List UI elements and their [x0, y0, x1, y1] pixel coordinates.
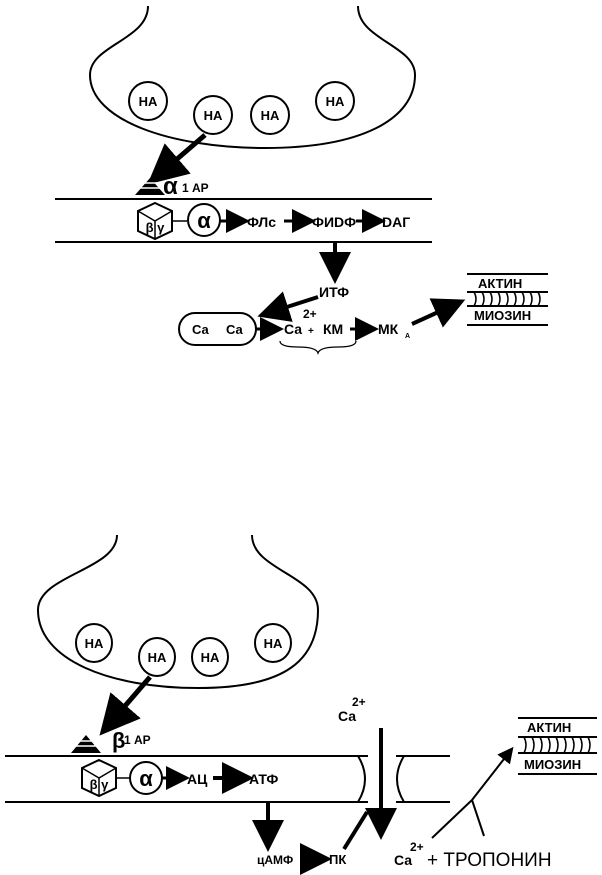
bottom-pk-label: ПК [329, 852, 346, 867]
bottom-actin-myosin: АКТИН МИОЗИН [518, 717, 597, 775]
top-mka-subscript: А [405, 333, 410, 340]
bottom-release-arrow [99, 675, 152, 736]
top-ca-charge: 2+ [303, 307, 317, 321]
bottom-camp-label: цАМФ [257, 853, 293, 867]
top-fidf-label: ФИDФ [312, 214, 356, 230]
top-myosin-label: МИОЗИН [474, 308, 531, 323]
top-plus-sign: + [308, 326, 314, 337]
top-actin-myosin: АКТИН МИОЗИН [467, 273, 548, 326]
bottom-ca-top-label: Са [338, 708, 356, 724]
top-g-protein-label: β γ [146, 220, 166, 235]
top-contract-arrow [411, 298, 466, 328]
bottom-troponin-label: + ТРОПОНИН [427, 850, 552, 871]
top-nerve-terminal [88, 5, 417, 150]
bottom-vesicle-label: НА [264, 636, 283, 651]
bottom-vesicle-label: НА [148, 650, 167, 665]
top-brace [279, 340, 357, 356]
top-mka-label: МК [378, 321, 399, 337]
bottom-receptor-triangle [71, 735, 101, 753]
top-alpha-subunit-label: α [197, 208, 211, 233]
bottom-vesicle-4: НА [254, 623, 292, 663]
bottom-vesicle-3: НА [191, 637, 229, 677]
bottom-ca-bottom-label: Са [394, 852, 412, 868]
top-ca-ion: Са [284, 321, 302, 337]
top-receptor-label: 1 АР [182, 181, 209, 195]
top-receptor-triangle [135, 178, 165, 195]
top-vesicle-label: НА [204, 108, 223, 123]
top-itf-label: ИТФ [319, 284, 349, 300]
bottom-alpha-subunit: α [129, 761, 163, 795]
bottom-pk-arrow [342, 810, 369, 851]
top-dag-label: DАГ [382, 214, 410, 230]
bottom-ca-channel-left [357, 755, 366, 803]
top-vesicle-3: НА [250, 95, 290, 135]
top-g-protein-icon: β γ [137, 201, 173, 241]
bottom-nerve-terminal [36, 534, 320, 690]
top-vesicle-4: НА [315, 81, 355, 121]
top-vesicle-label: НА [326, 94, 345, 109]
top-alpha-subunit: α [187, 203, 221, 237]
top-actin-label: АКТИН [478, 276, 522, 291]
bottom-ca-bottom-charge: 2+ [410, 840, 424, 854]
bottom-ca-channel-right [396, 755, 405, 803]
bottom-contract-arrow [471, 746, 514, 801]
bottom-vesicle-2: НА [138, 637, 176, 677]
top-vesicle-label: НА [261, 108, 280, 123]
bottom-atf-label: АТФ [249, 771, 278, 787]
top-alpha-symbol: α [163, 173, 178, 200]
bottom-diagram: НА НА НА НА β 1 АР [5, 534, 597, 875]
bottom-ca-top-charge: 2+ [352, 695, 366, 709]
top-ca-store-label-1: Са [192, 322, 210, 337]
top-release-arrow [147, 133, 207, 185]
bottom-actin-label: АКТИН [527, 720, 571, 735]
bottom-myosin-label: МИОЗИН [524, 757, 581, 772]
bottom-ac-label: АЦ [187, 771, 208, 787]
top-itf-arrow [257, 291, 319, 322]
bottom-vesicle-label: НА [201, 650, 220, 665]
bottom-alpha-subunit-label: α [139, 766, 153, 791]
top-ca-store-label-2: Са [226, 322, 244, 337]
top-vesicle-label: НА [139, 94, 158, 109]
bottom-vesicle-1: НА [75, 623, 113, 663]
top-ca-store: Са Са [178, 312, 257, 346]
top-diagram: НА НА НА НА α 1 АР [55, 5, 548, 356]
top-km-label: КМ [323, 321, 343, 337]
top-vesicle-1: НА [128, 81, 168, 121]
top-flc-label: ФЛс [247, 214, 276, 230]
bottom-receptor-label: 1 АР [124, 733, 151, 747]
bottom-beta-symbol: β [112, 728, 125, 753]
bottom-g-protein-label: β γ [90, 777, 110, 792]
bottom-g-protein-icon: β γ [81, 758, 117, 798]
bottom-vesicle-label: НА [85, 636, 104, 651]
top-vesicle-2: НА [193, 95, 233, 135]
